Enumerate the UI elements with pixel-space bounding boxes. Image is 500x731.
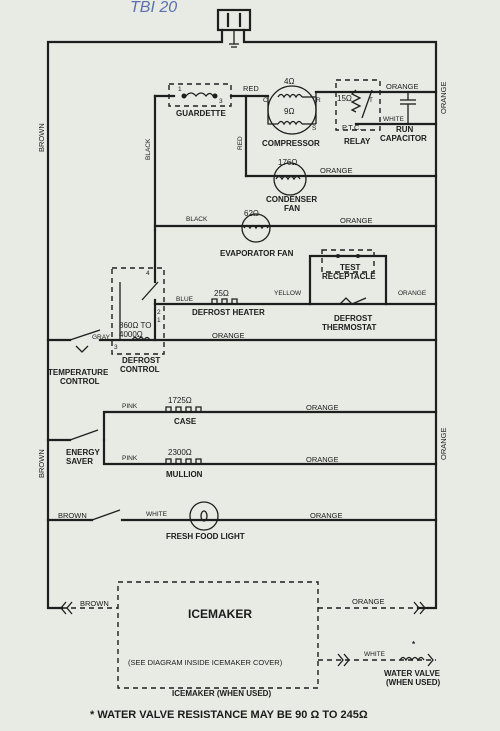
footnote: * WATER VALVE RESISTANCE MAY BE 90 Ω TO … xyxy=(90,709,368,721)
orange-wire-label-top: ORANGE xyxy=(439,81,448,114)
defrost-thermostat-label-1: DEFROST xyxy=(334,314,373,323)
icemaker-box xyxy=(117,581,319,689)
defrost-heater-element xyxy=(211,298,238,305)
dc-pin2: 2 xyxy=(157,309,161,316)
condenser-ohms: 176Ω xyxy=(278,158,298,167)
evaporator-fan-circle xyxy=(241,213,271,243)
gray-wire-label: GRAY xyxy=(92,334,110,341)
mullion-label: MULLION xyxy=(166,470,203,479)
defrost-control-label-1: DEFROST xyxy=(122,356,161,365)
comp-start-ohms: 9Ω xyxy=(284,107,295,116)
comp-run-ohms: 4Ω xyxy=(284,77,295,86)
water-valve-label-1: WATER VALVE xyxy=(384,669,440,678)
icemaker-caption: ICEMAKER (WHEN USED) xyxy=(172,689,272,698)
dc-ohms-1: 860Ω TO xyxy=(119,321,152,330)
orange-rail xyxy=(242,28,438,610)
mullion-ohms: 2300Ω xyxy=(168,448,192,457)
red-wire-label: RED xyxy=(243,84,259,93)
icemaker-note: (SEE DIAGRAM INSIDE ICEMAKER COVER) xyxy=(128,658,283,667)
black-wire-label: BLACK xyxy=(145,138,152,160)
compressor-label: COMPRESSOR xyxy=(262,139,320,148)
water-valve-label-2: (WHEN USED) xyxy=(386,678,441,687)
guardette-label: GUARDETTE xyxy=(176,109,226,118)
dc-pin3: 3 xyxy=(114,344,118,351)
dc-ohms-2: 4000Ω xyxy=(119,330,143,339)
run-capacitor-label-2: CAPACITOR xyxy=(380,134,427,143)
dc-pin4: 4 xyxy=(146,270,150,277)
comp-c: C xyxy=(263,97,268,104)
brown-wire-label-lower: BROWN xyxy=(37,449,46,478)
orange-relay-label: ORANGE xyxy=(386,82,419,91)
orange-icemaker-label: ORANGE xyxy=(352,597,385,606)
evap-ohms: 62Ω xyxy=(244,209,259,218)
defrost-control-box xyxy=(111,267,165,355)
relay-box xyxy=(335,79,381,131)
dc-pin1: 1 xyxy=(157,317,161,324)
orange-light-label: ORANGE xyxy=(310,511,343,520)
brown-icemaker-label: BROWN xyxy=(80,599,109,608)
pink-mullion-label: PINK xyxy=(122,455,138,462)
energy-saver-label-2: SAVER xyxy=(66,457,93,466)
water-valve-star: * xyxy=(412,640,416,649)
test-receptacle-label-2: RECEPTACLE xyxy=(322,272,376,281)
white-relay-label: WHITE xyxy=(383,116,404,123)
orange-wire-label-mid: ORANGE xyxy=(439,427,448,460)
white-valve-label: WHITE xyxy=(364,651,385,658)
comp-r: R xyxy=(316,97,321,104)
orange-case-label: ORANGE xyxy=(306,403,339,412)
test-receptacle-box xyxy=(321,249,375,273)
power-plug xyxy=(216,8,252,32)
guardette-pin3: 3 xyxy=(219,98,223,105)
orange-evap-label: ORANGE xyxy=(340,216,373,225)
defrost-heater-ohms: 25Ω xyxy=(214,289,229,298)
ptc-label: P.T.C. xyxy=(342,123,362,132)
relay-label: RELAY xyxy=(344,137,371,146)
temperature-control-label-1: TEMPERATURE xyxy=(48,368,109,377)
fresh-food-light-bulb xyxy=(189,501,219,531)
blue-wire-label: BLUE xyxy=(176,296,193,303)
test-receptacle-label-1: TEST xyxy=(340,263,361,272)
comp-s: S xyxy=(312,125,317,132)
guardette-pin1: 1 xyxy=(178,86,182,93)
orange-condenser-label: ORANGE xyxy=(320,166,353,175)
defrost-heater-label: DEFROST HEATER xyxy=(192,308,265,317)
relay-t: T xyxy=(369,97,373,104)
case-ohms: 1725Ω xyxy=(168,396,192,405)
case-label: CASE xyxy=(174,417,197,426)
black-evap-label: BLACK xyxy=(186,216,208,223)
defrost-control-label-2: CONTROL xyxy=(120,365,160,374)
white-light-label: WHITE xyxy=(146,511,167,518)
relay-ohms: 15Ω xyxy=(337,94,352,103)
fresh-food-light-label: FRESH FOOD LIGHT xyxy=(166,532,245,541)
evaporator-fan-label: EVAPORATOR FAN xyxy=(220,249,294,258)
yellow-wire-label: YELLOW xyxy=(274,290,302,297)
defrost-thermostat-label-2: THERMOSTAT xyxy=(322,323,377,332)
red-vertical-label: RED xyxy=(237,136,244,150)
brown-rail xyxy=(46,28,224,610)
brown-wire-label: BROWN xyxy=(37,123,46,152)
brown-light-label: BROWN xyxy=(58,511,87,520)
condenser-fan-label-1: CONDENSER xyxy=(266,195,318,204)
orange-test-label: ORANGE xyxy=(398,290,427,297)
run-capacitor-label-1: RUN xyxy=(396,125,414,134)
water-valve-coil xyxy=(399,656,425,662)
energy-saver-label-1: ENERGY xyxy=(66,448,100,457)
orange-defrost-label: ORANGE xyxy=(212,331,245,340)
temperature-control-label-2: CONTROL xyxy=(60,377,100,386)
header-note: TBI 20 xyxy=(130,0,178,16)
icemaker-title: ICEMAKER xyxy=(188,607,253,621)
condenser-fan-circle xyxy=(273,162,307,196)
orange-mullion-label: ORANGE xyxy=(306,455,339,464)
pink-case-label: PINK xyxy=(122,403,138,410)
condenser-fan-label-2: FAN xyxy=(284,204,300,213)
